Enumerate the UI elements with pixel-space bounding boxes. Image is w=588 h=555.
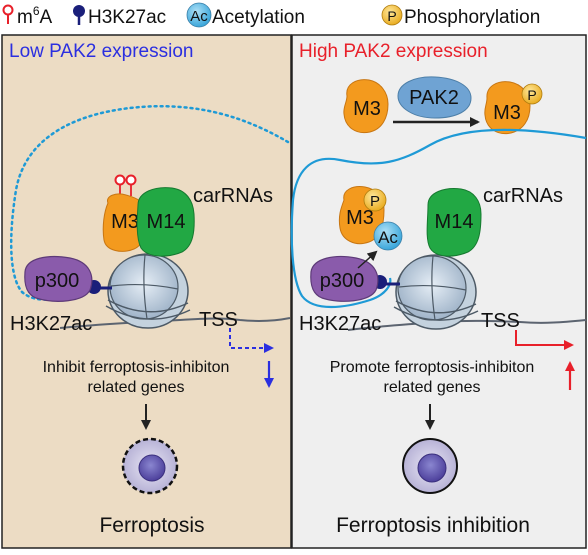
right-outcome-label: Ferroptosis inhibition bbox=[336, 514, 530, 537]
acetylation-badge-text: Ac bbox=[190, 8, 208, 25]
left-carrna-dotted-strand bbox=[9, 104, 290, 301]
right-ac-label: Ac bbox=[378, 228, 398, 247]
left-effect-line2: related genes bbox=[88, 379, 185, 396]
left-ferroptotic-cell bbox=[121, 437, 179, 495]
phosphorylation-legend-label: Phosphorylation bbox=[404, 7, 540, 28]
left-carrnas-label: carRNAs bbox=[193, 185, 273, 207]
left-m3-label: M3 bbox=[111, 211, 139, 233]
left-nucleosome bbox=[105, 253, 191, 329]
right-ac-icon bbox=[373, 221, 403, 251]
right-top-m3-left-blob bbox=[343, 79, 389, 134]
left-outcome-label: Ferroptosis bbox=[99, 514, 204, 537]
right-p300-label: p300 bbox=[320, 270, 365, 292]
left-panel-title: Low PAK2 expression bbox=[9, 41, 193, 62]
pak2-label: PAK2 bbox=[409, 87, 459, 109]
left-h3k27ac-label: H3K27ac bbox=[10, 313, 92, 335]
right-top-m3-left-label: M3 bbox=[353, 98, 381, 120]
left-m14-blob bbox=[136, 187, 195, 257]
m6a-legend-icon bbox=[2, 4, 14, 24]
phosphorylation-badge-text: P bbox=[387, 8, 396, 24]
right-top-p-icon bbox=[521, 83, 543, 105]
right-effect-line1: Promote ferroptosis-inhibiton bbox=[330, 359, 535, 376]
right-nucleosome bbox=[393, 254, 479, 330]
left-panel: p300 M3 M14 carRNAs H3K27ac TSS Inhibit … bbox=[9, 104, 291, 537]
left-effect-line1: Inhibit ferroptosis-inhibiton bbox=[43, 359, 230, 376]
right-top-m3-right-blob bbox=[484, 81, 531, 135]
right-panel: M3 PAK2 M3 P p300 M3 P bbox=[290, 76, 587, 537]
left-dna-strand bbox=[59, 317, 291, 329]
right-carrna-strand bbox=[290, 128, 587, 308]
legend: m6A H3K27ac Ac Acetylation P Phosphoryla… bbox=[2, 2, 540, 28]
acetylation-legend-icon: Ac bbox=[186, 2, 212, 28]
right-effect-line2: related genes bbox=[384, 379, 481, 396]
right-m14-blob bbox=[426, 188, 482, 257]
right-dna-strand bbox=[347, 319, 587, 331]
right-panel-title: High PAK2 expression bbox=[299, 41, 488, 62]
phosphorylation-legend-icon: P bbox=[381, 4, 403, 26]
right-h3k27ac-label: H3K27ac bbox=[299, 313, 381, 335]
right-tss-label: TSS bbox=[481, 310, 520, 332]
left-p300-blob bbox=[24, 255, 93, 302]
m6a-legend-label: m6A bbox=[17, 4, 53, 28]
right-mid-p-icon bbox=[363, 188, 387, 212]
right-top-m3-right-label: M3 bbox=[493, 102, 521, 124]
right-m3-label: M3 bbox=[346, 207, 374, 229]
acetylation-legend-label: Acetylation bbox=[212, 7, 305, 28]
right-carrnas-label: carRNAs bbox=[483, 185, 563, 207]
right-m14-label: M14 bbox=[435, 211, 474, 233]
right-tss-arrow bbox=[515, 330, 574, 350]
p300-acetylation-arrow bbox=[357, 250, 378, 269]
pak2-blob bbox=[397, 76, 472, 119]
left-m14-label: M14 bbox=[147, 211, 186, 233]
right-healthy-cell bbox=[402, 438, 458, 494]
right-p300-blob bbox=[310, 255, 379, 302]
h3k27ac-legend-icon bbox=[73, 5, 85, 25]
left-tss-label: TSS bbox=[199, 309, 238, 331]
right-mid-p-label: P bbox=[370, 193, 380, 210]
left-p300-label: p300 bbox=[35, 270, 80, 292]
right-top-p-label: P bbox=[527, 87, 536, 103]
h3k27ac-legend-label: H3K27ac bbox=[88, 7, 166, 28]
